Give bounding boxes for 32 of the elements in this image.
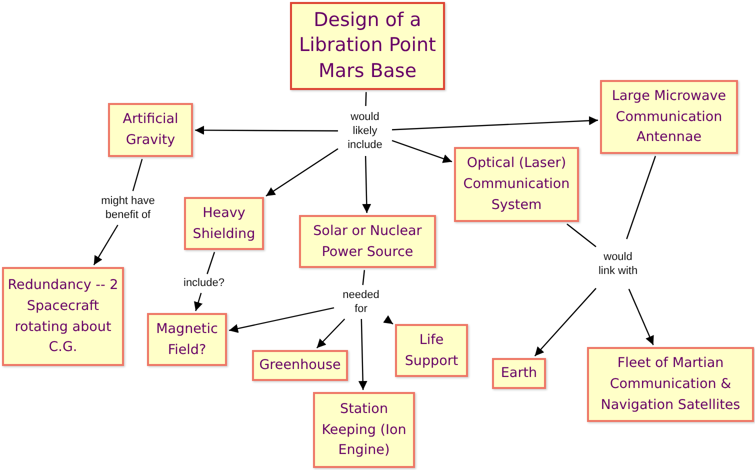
arrow [392,116,598,130]
connector-line [132,158,143,192]
connector-line [362,270,366,286]
concept-box: Artificial Gravity [108,103,193,157]
arrow [194,292,203,312]
concept-box: Life Support [395,324,468,377]
concept-box: Fleet of Martian Communication & Navigation Satellites [587,347,754,422]
arrow [392,140,452,163]
arrow [316,318,346,348]
connector-line [365,92,367,106]
connector-line [206,252,216,274]
concept-box: Redundancy -- 2 Spacecraft rotating about C.G. [2,267,124,366]
arrow [195,126,338,135]
arrow [383,315,394,324]
concept-box: Greenhouse [252,350,348,381]
arrow [266,148,338,196]
arrow [628,288,654,346]
concept-box: Large Microwave Communication Antennae [600,80,738,154]
concept-box: Optical (Laser) Communication System [454,147,579,222]
concept-box: Magnetic Field? [147,313,227,366]
arrow [93,224,118,266]
connector-line [566,224,596,248]
arrow [534,288,596,356]
connector-line [626,156,656,240]
concept-box: Station Keeping (Ion Engine) [313,392,415,468]
arrow [228,307,334,333]
concept-box: Earth [492,358,546,389]
arrow [362,156,372,214]
title-box: Design of a Libration Point Mars Base [290,2,445,90]
concept-box: Heavy Shielding [184,197,264,250]
concept-box: Solar or Nuclear Power Source [299,215,436,268]
arrow [358,318,368,390]
